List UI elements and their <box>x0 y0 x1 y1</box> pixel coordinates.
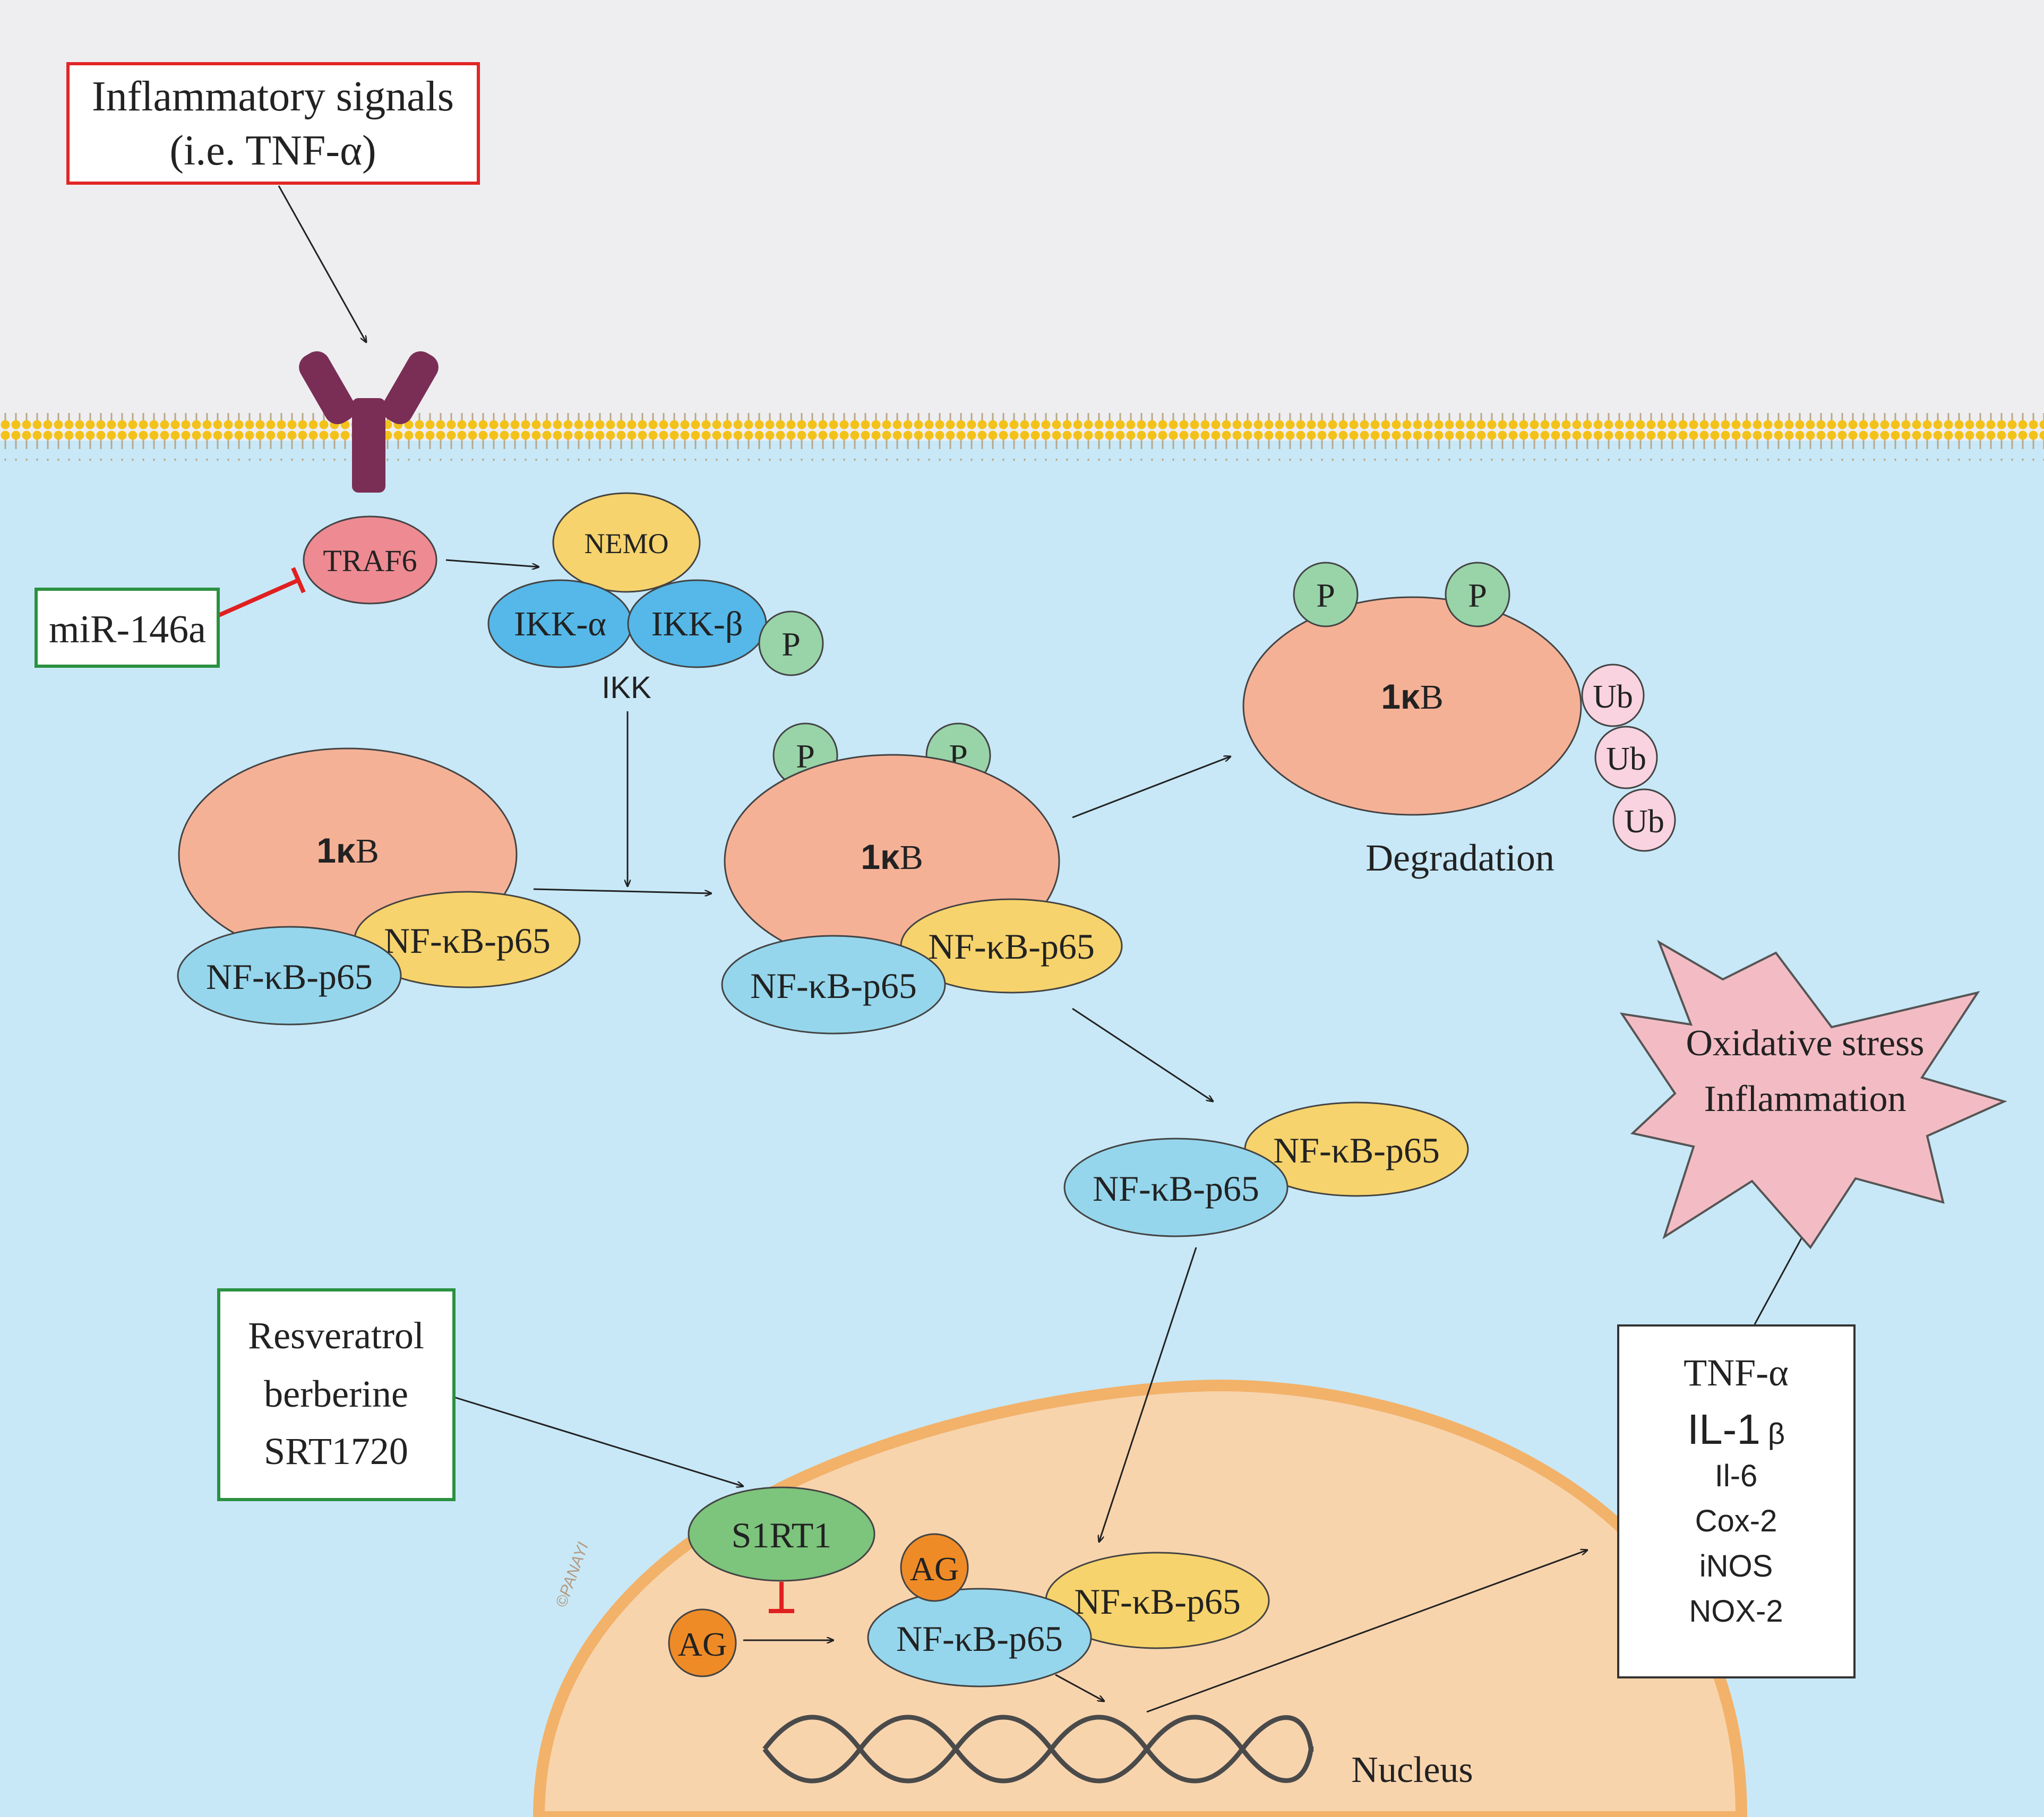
arrow-nfkb-to-nucleus <box>1099 1247 1197 1542</box>
phospho-right-2-label: P <box>1468 576 1487 614</box>
nfkb-mid-blue-label: NF-κB-p65 <box>750 966 917 1006</box>
ag-bound-label: AG <box>910 1550 959 1588</box>
phospho-right-1-label: P <box>1316 576 1335 614</box>
nfkb-nuclear-blue-label: NF-κB-p65 <box>896 1618 1063 1659</box>
tnf-receptor <box>299 351 439 493</box>
traf6 <box>303 515 437 605</box>
degradation-label: Degradation <box>1365 837 1555 879</box>
nemo <box>552 492 701 593</box>
mirna-box <box>35 588 220 668</box>
arrow-drugs-to-sirt1 <box>453 1396 743 1486</box>
drugs-box <box>217 1288 456 1501</box>
arrow-dna-to-cytokines <box>1146 1550 1587 1713</box>
ubiquitin-2-label: Ub <box>1606 741 1646 777</box>
ag-bound <box>900 1533 969 1602</box>
nfkb-left-blue-label: NF-κB-p65 <box>206 957 373 997</box>
inhibition-mirna-traf6 <box>217 578 299 618</box>
nfkb-nuclear-yellow-label: NF-κB-p65 <box>1074 1581 1241 1622</box>
cytokine-inos: iNOS <box>1699 1549 1773 1583</box>
mirna-label: miR-146a <box>49 608 206 651</box>
arrow-complex-to-phospho <box>533 888 711 893</box>
nfkb-free-blue <box>1063 1138 1289 1237</box>
arrow-to-degradation <box>1072 756 1231 819</box>
nfkb-left-yellow-label: NF-κB-p65 <box>384 920 551 961</box>
nfkb-mid-yellow-label: NF-κB-p65 <box>928 926 1095 967</box>
drugs-line3: SRT1720 <box>264 1430 408 1472</box>
nucleus-label: Nucleus <box>1351 1750 1473 1790</box>
sirt1 <box>688 1486 875 1582</box>
ag-free <box>668 1608 737 1677</box>
ikb-right <box>1242 596 1582 816</box>
sirt1-label: S1RT1 <box>732 1515 832 1555</box>
ubiquitin-2 <box>1594 726 1658 789</box>
ikb-right-label: 1κB <box>1381 677 1444 717</box>
ag-free-label: AG <box>678 1625 727 1663</box>
ikk-phospho-label: P <box>781 625 801 663</box>
ubiquitin-1 <box>1581 664 1645 727</box>
ikk-alpha-label: IKK-α <box>514 605 606 643</box>
oxidative-line1: Oxidative stress <box>1686 1023 1924 1064</box>
phospho-right-1 <box>1293 562 1359 627</box>
cytokine-il6: Il-6 <box>1715 1459 1758 1493</box>
ubiquitin-1-label: Ub <box>1593 679 1633 715</box>
arrow-nfkb-to-dna <box>1055 1674 1104 1701</box>
arrow-to-free-nfkb <box>1072 1007 1213 1101</box>
ikb-left-label: 1κB <box>316 831 379 871</box>
nfkb-mid-blue <box>721 935 946 1035</box>
arrow-signal-to-receptor <box>278 185 366 342</box>
nfkb-nuclear-blue <box>867 1588 1092 1687</box>
traf6-label: TRAF6 <box>323 544 417 578</box>
cytokine-tnf: TNF-α <box>1684 1351 1789 1394</box>
nfkb-free-blue-label: NF-κB-p65 <box>1093 1168 1259 1209</box>
oxidative-line2: Inflammation <box>1704 1079 1906 1120</box>
arrow-traf6-to-ikk <box>445 559 539 567</box>
nfkb-left-blue <box>177 926 402 1026</box>
drugs-line1: Resveratrol <box>248 1314 424 1357</box>
cytokine-nox2: NOX-2 <box>1689 1594 1783 1629</box>
phospho-right-2 <box>1445 562 1510 627</box>
ubiquitin-3 <box>1612 788 1676 852</box>
ikk-label: IKK <box>602 670 651 705</box>
cytokines-box <box>1617 1324 1856 1678</box>
drugs-line2: berberine <box>264 1373 408 1415</box>
oxidative-stress-star <box>1619 940 2007 1250</box>
dna-helix <box>762 1715 1314 1784</box>
nfkb-free-yellow-label: NF-κB-p65 <box>1273 1130 1440 1170</box>
inhibition-mirna-traf6-bar <box>291 567 306 593</box>
signal-line1: Inflammatory signals <box>92 73 454 120</box>
ubiquitin-3-label: Ub <box>1624 804 1664 840</box>
ikk-phospho <box>758 610 824 676</box>
signal-line2: (i.e. TNF-α) <box>169 127 376 174</box>
cell-membrane <box>0 413 2044 461</box>
cytokine-cox2: Cox-2 <box>1695 1504 1777 1538</box>
signal-box <box>66 62 480 185</box>
ikb-mid-label: 1κB <box>861 837 923 877</box>
nemo-label: NEMO <box>585 528 669 559</box>
ikk-beta-label: IKK-β <box>651 605 743 643</box>
